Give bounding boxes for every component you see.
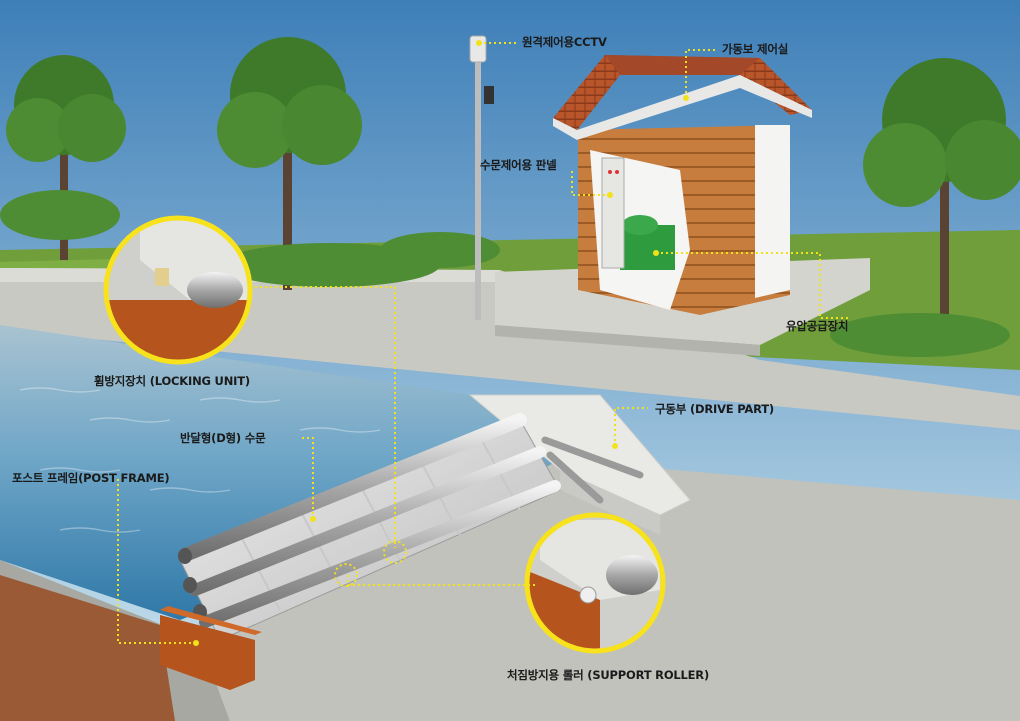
locking-unit-zoom bbox=[103, 215, 253, 365]
tree-icon bbox=[863, 58, 1020, 340]
control-room-shed bbox=[553, 55, 812, 315]
cctv-label: 원격제어용CCTV bbox=[522, 35, 607, 49]
tree-icon bbox=[217, 37, 362, 290]
cctv-camera-icon bbox=[469, 35, 487, 63]
control-room-label: 가동보 제어실 bbox=[722, 42, 789, 56]
drive-part-label: 구동부 (DRIVE PART) bbox=[655, 402, 774, 416]
d-gate-label: 반달형(D형) 수문 bbox=[180, 431, 266, 445]
support-roller-zoom bbox=[524, 512, 666, 654]
hydraulic-unit-label: 유압공급장치 bbox=[786, 319, 849, 333]
water-panel-label: 수문제어용 판넬 bbox=[480, 158, 557, 172]
locking-unit-label: 휨방지장치 (LOCKING UNIT) bbox=[94, 374, 250, 388]
post-frame-label: 포스트 프레임(POST FRAME) bbox=[12, 471, 170, 485]
support-roller-label: 처짐방지용 롤러 (SUPPORT ROLLER) bbox=[507, 668, 710, 682]
